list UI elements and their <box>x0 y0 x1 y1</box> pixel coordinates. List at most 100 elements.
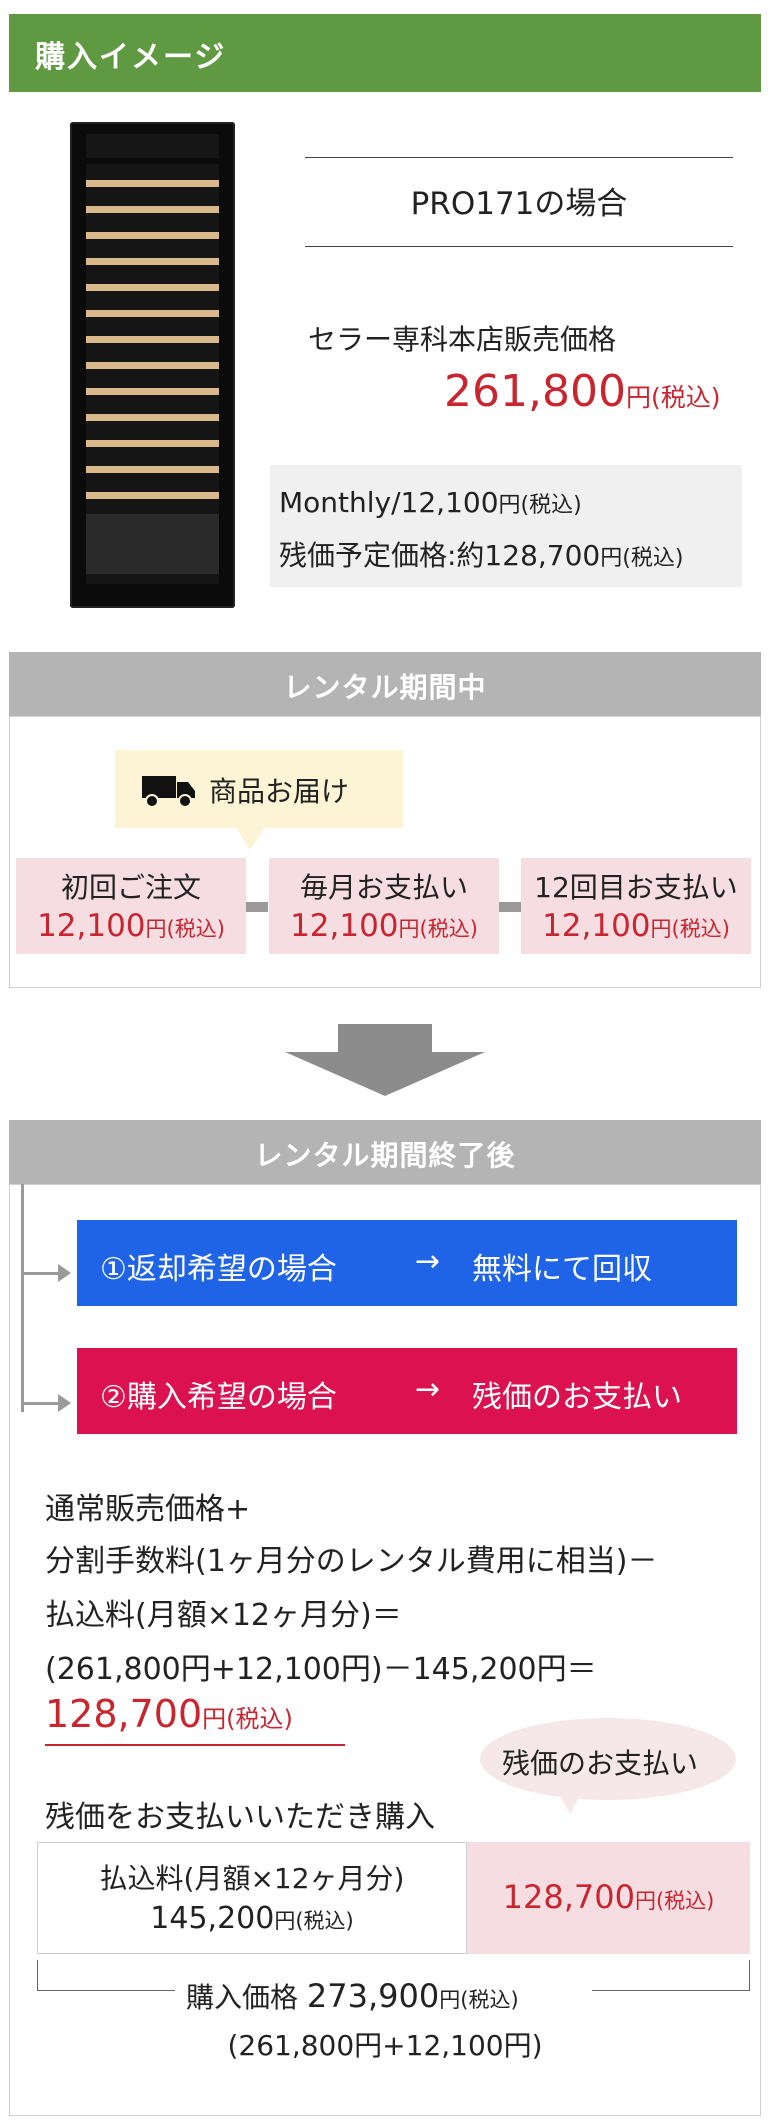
branch-arrowhead <box>58 1394 71 1412</box>
step-price: 12,100円(税込) <box>521 908 751 944</box>
formula-line: 分割手数料(1ヶ月分のレンタル費用に相当)－ <box>45 1544 658 1579</box>
residual-result: 128,700円(税込) <box>45 1692 293 1736</box>
branch-line <box>21 1272 63 1275</box>
store-price-value: 261,800 <box>444 366 626 417</box>
step-12th-payment: 12回目お支払い 12,100円(税込) <box>521 858 751 954</box>
return-option: ①返却希望の場合 → 無料にて回収 <box>77 1220 737 1306</box>
bubble-text: 残価のお支払い <box>502 1747 699 1780</box>
case-title: PRO171の場合 <box>410 186 628 222</box>
formula-line: 払込料(月額×12ヶ月分)＝ <box>45 1598 402 1633</box>
yen-tax: 円(税込) <box>145 917 225 941</box>
arrow-right-icon: → <box>415 1372 441 1407</box>
residual-result-value: 128,700 <box>45 1692 203 1736</box>
bracket-line <box>37 1990 175 1991</box>
total-label: 購入価格 <box>186 1981 299 2014</box>
branch-line <box>21 1184 24 1412</box>
paid-amount: 145,200円(税込) <box>38 1901 466 1936</box>
bracket-line <box>749 1960 750 1990</box>
arrow-right-icon: → <box>415 1244 441 1279</box>
step-price-value: 12,100 <box>37 908 146 944</box>
residual-amount-value: 128,700 <box>502 1878 635 1916</box>
store-price: 261,800円(税込) <box>444 366 720 417</box>
store-price-label: セラー専科本店販売価格 <box>308 323 617 356</box>
yen-tax: 円(税込) <box>634 1889 715 1913</box>
yen-tax: 円(税込) <box>650 917 730 941</box>
shelf <box>86 258 219 265</box>
wine-cellar-image <box>70 122 235 608</box>
divider <box>305 246 733 247</box>
shelf <box>86 336 219 343</box>
shelf <box>86 414 219 421</box>
yen-tax: 円(税込) <box>202 1705 293 1733</box>
shelf <box>86 362 219 369</box>
shelf <box>86 466 219 473</box>
residual-amount: 128,700円(税込) <box>467 1878 750 1916</box>
callout-pointer <box>236 828 264 850</box>
return-option-label: ①返却希望の場合 <box>100 1252 337 1287</box>
residual-value: 残価予定価格:約128,700 <box>279 539 601 572</box>
total-price: 購入価格 273,900円(税込) <box>186 1976 519 2016</box>
truck-icon <box>142 776 195 808</box>
paid-amount-box: 払込料(月額×12ヶ月分) 145,200円(税込) <box>37 1842 467 1954</box>
step-price: 12,100円(税込) <box>16 908 246 944</box>
purchase-option-label: ②購入希望の場合 <box>100 1380 337 1415</box>
shelf <box>86 310 219 317</box>
monthly-value: Monthly/12,100 <box>279 486 499 519</box>
paid-value: 145,200 <box>150 1901 275 1936</box>
total-value: 273,900 <box>306 1977 440 2015</box>
page-header: 購入イメージ <box>9 14 761 92</box>
shelf <box>86 492 219 499</box>
delivery-callout: 商品お届け <box>115 750 403 828</box>
shelf <box>86 440 219 447</box>
total-breakdown: (261,800円+12,100円) <box>227 2029 543 2062</box>
yen-tax: 円(税込) <box>498 493 582 518</box>
control-panel <box>86 134 219 158</box>
formula-line: (261,800円+12,100円)－145,200円＝ <box>45 1652 597 1687</box>
yen-tax: 円(税込) <box>625 383 721 412</box>
shelf <box>86 206 219 213</box>
step-price: 12,100円(税込) <box>269 908 499 944</box>
purchase-label: 残価をお支払いいただき購入 <box>45 1800 435 1835</box>
branch-arrowhead <box>58 1264 71 1282</box>
residual-line: 残価予定価格:約128,700円(税込) <box>279 534 683 574</box>
step-price-value: 12,100 <box>542 908 651 944</box>
yen-tax: 円(税込) <box>439 1988 519 2012</box>
formula-line: 通常販売価格+ <box>45 1492 251 1527</box>
bubble-pointer <box>560 1796 580 1814</box>
step-price-value: 12,100 <box>290 908 399 944</box>
page-title: 購入イメージ <box>35 40 227 75</box>
yen-tax: 円(税込) <box>398 917 478 941</box>
yen-tax: 円(税込) <box>600 546 684 571</box>
step-connector <box>246 902 268 912</box>
shelf <box>86 180 219 187</box>
step-label: 初回ご注文 <box>60 871 201 904</box>
after-rental-header: レンタル期間終了後 <box>9 1120 761 1184</box>
bracket-line <box>37 1960 38 1990</box>
paid-label: 払込料(月額×12ヶ月分) <box>99 1862 405 1895</box>
bracket-line <box>592 1990 750 1991</box>
step-label: 12回目お支払い <box>534 871 738 904</box>
rental-period-panel <box>9 716 761 988</box>
divider <box>305 157 733 158</box>
step-label: 毎月お支払い <box>299 871 468 904</box>
monthly-info-box: Monthly/12,100円(税込) 残価予定価格:約128,700円(税込) <box>270 465 742 587</box>
step-monthly-payment: 毎月お支払い 12,100円(税込) <box>269 858 499 954</box>
purchase-option-result: 残価のお支払い <box>472 1380 682 1415</box>
step-connector <box>499 902 521 912</box>
rental-period-title: レンタル期間中 <box>283 671 487 704</box>
yen-tax: 円(税込) <box>274 1909 354 1933</box>
speech-bubble: 残価のお支払い <box>480 1718 736 1800</box>
bottom-rack <box>86 514 219 574</box>
shelf <box>86 388 219 395</box>
down-arrow-icon <box>285 1024 485 1096</box>
residual-amount-box: 128,700円(税込) <box>467 1842 750 1954</box>
result-underline <box>45 1744 345 1746</box>
delivery-label: 商品お届け <box>209 775 350 808</box>
branch-line <box>21 1402 63 1405</box>
purchase-option: ②購入希望の場合 → 残価のお支払い <box>77 1348 737 1434</box>
step-first-order: 初回ご注文 12,100円(税込) <box>16 858 246 954</box>
shelf <box>86 284 219 291</box>
shelf <box>86 232 219 239</box>
after-rental-panel <box>9 1184 761 2116</box>
rental-period-header: レンタル期間中 <box>9 652 761 716</box>
